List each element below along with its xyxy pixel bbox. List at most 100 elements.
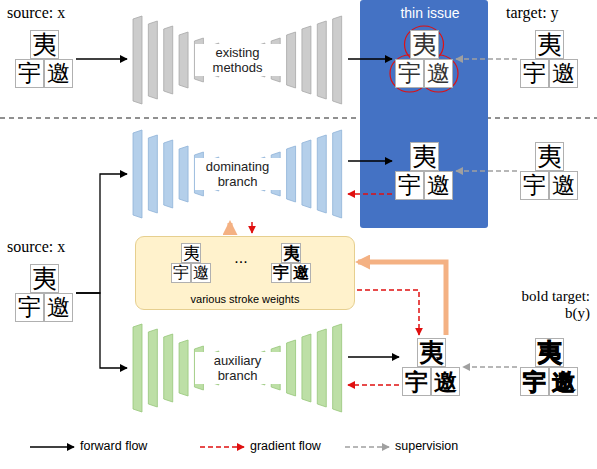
network-layer (287, 146, 296, 202)
glyph-char: 夷 (30, 30, 59, 59)
branch-label: existing methods (195, 44, 281, 76)
glyph-tile: 夷宇邀 (395, 30, 453, 88)
glyph-char: 宇 (395, 171, 424, 200)
glyph-char: 宇 (402, 367, 431, 396)
network-layer (164, 26, 173, 94)
ellipsis: ... (216, 249, 266, 267)
tile-heading: source: x (7, 4, 65, 22)
forward-arrow (348, 160, 392, 161)
network-layer (287, 32, 296, 88)
forward-arrow (348, 356, 399, 357)
network-layer (133, 324, 142, 412)
legend-label: supervision (395, 439, 458, 453)
glyph-char: 邀 (44, 293, 73, 322)
glyph-char: 夷 (181, 243, 201, 263)
network-layer (333, 130, 342, 218)
gradient-arrow (251, 222, 253, 233)
glyph-tile: 夷宇邀 (171, 243, 211, 283)
glyph-tile: 夷宇邀 (271, 243, 311, 283)
glyph-char: 宇 (271, 263, 291, 283)
network-layer (317, 21, 326, 99)
legend-forward-sample (30, 446, 74, 447)
glyph-char: 宇 (15, 293, 44, 322)
network-layer (333, 16, 342, 104)
tile-heading: target: y (506, 4, 559, 22)
gradient-arrow (348, 193, 392, 195)
thin-stroke-mark (419, 55, 458, 92)
glyph-char: 夷 (281, 243, 301, 263)
network-branch: dominating branch (130, 128, 345, 220)
network-branch: auxiliary branch (130, 322, 345, 414)
stroke-weight-arrow (228, 223, 233, 234)
glyph-char: 邀 (431, 367, 460, 396)
supervision-arrow (463, 366, 517, 368)
glyph-char: 邀 (549, 171, 578, 200)
network-layer (179, 146, 188, 202)
glyph-char: 邀 (44, 59, 73, 88)
glyph-char: 夷 (535, 142, 564, 171)
legend-label: gradient flow (250, 439, 321, 453)
glyph-char: 夷 (417, 338, 446, 367)
network-layer (317, 329, 326, 407)
network-layer (333, 324, 342, 412)
legend-label: forward flow (80, 439, 147, 453)
glyph-char: 邀 (549, 59, 578, 88)
network-layer (302, 26, 311, 94)
network-layer (148, 329, 157, 407)
glyph-tile: source: x夷宇邀 (15, 264, 73, 322)
glyph-char: 宇 (171, 263, 191, 283)
glyph-char: 宇 (520, 171, 549, 200)
network-layer (287, 340, 296, 396)
network-layer (302, 140, 311, 208)
network-layer (179, 340, 188, 396)
glyph-char: 宇 (520, 367, 549, 396)
glyph-char: 宇 (520, 59, 549, 88)
glyph-char: 夷 (30, 264, 59, 293)
forward-arrow (348, 58, 392, 59)
gradient-arrow (357, 290, 419, 335)
glyph-tile: target: y夷宇邀 (520, 30, 578, 88)
glyph-tile: source: x夷宇邀 (15, 30, 73, 88)
glyph-char: 邀 (291, 263, 311, 283)
legend-gradient-sample (200, 446, 244, 448)
glyph-char: 夷 (535, 30, 564, 59)
glyph-char: 邀 (191, 263, 211, 283)
thin-stroke-mark (405, 26, 444, 63)
separator-line (0, 117, 597, 118)
glyph-tile: 夷宇邀 (395, 142, 453, 200)
network-layer (148, 135, 157, 213)
glyph-char: 宇 (15, 59, 44, 88)
network-branch: existing methods (130, 14, 345, 106)
thin-issue-panel (360, 0, 488, 228)
legend-supervision-sample (345, 446, 389, 448)
glyph-char: 夷 (410, 30, 439, 59)
glyph-tile: 夷宇邀 (402, 338, 460, 396)
glyph-char: 夷 (410, 142, 439, 171)
network-layer (164, 140, 173, 208)
box-title: thin issue (360, 0, 500, 21)
branch-label: dominating branch (195, 158, 281, 190)
forward-arrow (76, 174, 127, 293)
stroke-weight-box: ...various stroke weights夷宇邀夷宇邀 (135, 236, 355, 310)
forward-arrow (76, 293, 127, 368)
network-layer (302, 334, 311, 402)
network-layer (148, 21, 157, 99)
network-layer (133, 16, 142, 104)
supervision-arrow (456, 58, 517, 60)
branch-label: auxiliary branch (195, 352, 281, 384)
network-layer (133, 130, 142, 218)
thin-issue-box: thin issue夷宇邀夷宇邀 (360, 0, 500, 228)
supervision-arrow (456, 170, 517, 172)
box-caption: various stroke weights (136, 293, 354, 305)
glyph-char: 夷 (535, 338, 564, 367)
gradient-arrow (348, 384, 399, 386)
tile-heading: source: x (7, 238, 65, 256)
glyph-tile: 夷宇邀 (520, 142, 578, 200)
glyph-tile: bold target: b(y)夷宇邀 (520, 338, 578, 396)
glyph-char: 邀 (424, 171, 453, 200)
tile-heading: bold target: b(y) (498, 288, 590, 322)
glyph-char: 邀 (424, 59, 453, 88)
network-layer (164, 334, 173, 402)
